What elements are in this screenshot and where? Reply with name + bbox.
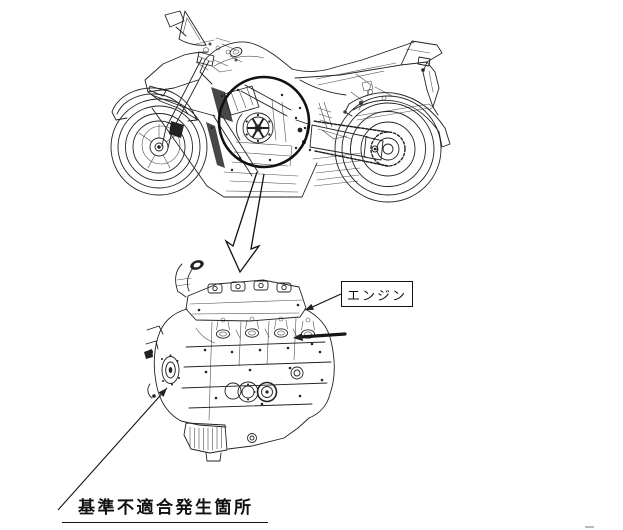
engine-label: エンジン: [341, 281, 413, 307]
front-fairing: [144, 51, 216, 121]
oil-pan: [183, 422, 257, 462]
clutch-cover: [224, 366, 304, 403]
callout-circle: [217, 75, 311, 169]
rear-fender: [344, 92, 451, 148]
cockpit-detail: [195, 37, 243, 73]
motorcycle-drawing: [110, 10, 451, 203]
valve-cover: [185, 279, 307, 322]
crankcase: [153, 308, 335, 450]
rear-wheel: [312, 95, 442, 203]
engine-label-text: エンジン: [346, 287, 407, 303]
alternator-cover: [144, 325, 180, 399]
page-artifact-mark: [585, 526, 594, 528]
engine-drawing: [144, 260, 347, 462]
engine-pointer-arrow: [305, 293, 342, 311]
defect-label-text: 基準不適合発生箇所: [78, 498, 254, 517]
engine-bolts: [203, 342, 324, 406]
defect-leader-line: [57, 387, 168, 511]
head-fastener-mark: [293, 332, 347, 341]
lower-fairing: [151, 87, 318, 198]
zoom-arrow: [224, 171, 265, 274]
front-wheel: [110, 98, 208, 196]
seat-tail: [291, 40, 443, 96]
engine-in-frame-detail: [210, 84, 312, 185]
intake-elbow: [175, 260, 204, 298]
windscreen: [164, 10, 207, 46]
exhaust-detail: [312, 152, 362, 187]
front-fork: [161, 51, 215, 149]
defect-location-label: 基準不適合発生箇所: [62, 493, 268, 523]
license-plate-hanger: [417, 56, 440, 116]
fuel-tank: [199, 41, 293, 85]
intake-ports: [216, 316, 315, 339]
